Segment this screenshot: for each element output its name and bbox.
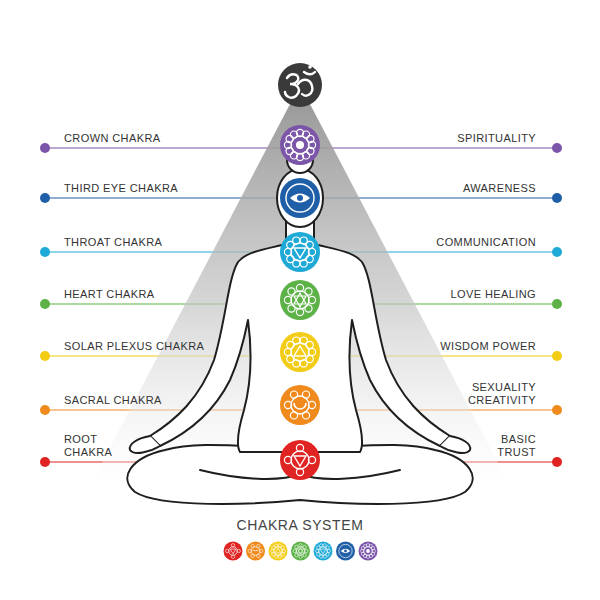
- leader-dot: [552, 351, 562, 361]
- leader-dot: [40, 299, 50, 309]
- chakra-symbol: [280, 440, 320, 480]
- chakra-name: THROAT CHAKRA: [64, 236, 214, 249]
- chakra-meaning: LOVE HEALING: [386, 288, 536, 301]
- chakra-symbol: [291, 542, 310, 561]
- chakra-symbol: [280, 280, 320, 320]
- chakra-symbol: [280, 178, 320, 218]
- diagram-title: CHAKRA SYSTEM: [0, 517, 600, 533]
- leader-dot: [40, 193, 50, 203]
- leader-dot: [40, 247, 50, 257]
- chakra-symbol: [224, 542, 243, 561]
- chakra-symbol: [359, 542, 378, 561]
- chakra-symbol: [246, 542, 265, 561]
- leader-dot: [552, 405, 562, 415]
- leader-dot: [40, 143, 50, 153]
- leader-dot: [552, 193, 562, 203]
- chakra-symbol: [280, 385, 320, 425]
- chakra-meaning: SEXUALITY CREATIVITY: [458, 381, 536, 407]
- chakra-symbol: [269, 542, 288, 561]
- chakra-symbol: [280, 125, 320, 165]
- leader-dot: [552, 299, 562, 309]
- chakra-meaning: BASIC TRUST: [486, 433, 536, 459]
- chakra-meaning: AWARENESS: [386, 182, 536, 195]
- leader-dot: [552, 457, 562, 467]
- chakra-symbol: [280, 332, 320, 372]
- chakra-meaning: WISDOM POWER: [386, 340, 536, 353]
- leader-dot: [40, 457, 50, 467]
- chakra-name: THIRD EYE CHAKRA: [64, 182, 214, 195]
- leader-dot: [40, 351, 50, 361]
- om-symbol: [278, 63, 322, 107]
- chakra-meaning: SPIRITUALITY: [386, 132, 536, 145]
- meditating-figure: [127, 147, 472, 504]
- chakra-name: SACRAL CHAKRA: [64, 394, 214, 407]
- light-pyramid: [92, 85, 508, 482]
- chakra-name: SOLAR PLEXUS CHAKRA: [64, 340, 224, 353]
- chakra-name: CROWN CHAKRA: [64, 132, 214, 145]
- chakra-meaning: COMMUNICATION: [386, 236, 536, 249]
- chakra-name: HEART CHAKRA: [64, 288, 214, 301]
- chakra-symbol: [280, 232, 320, 272]
- leader-dot: [40, 405, 50, 415]
- chakra-symbol: [336, 542, 355, 561]
- chakra-name: ROOT CHAKRA: [64, 433, 116, 459]
- leader-dot: [552, 143, 562, 153]
- chakra-symbol: [314, 542, 333, 561]
- leader-dot: [552, 247, 562, 257]
